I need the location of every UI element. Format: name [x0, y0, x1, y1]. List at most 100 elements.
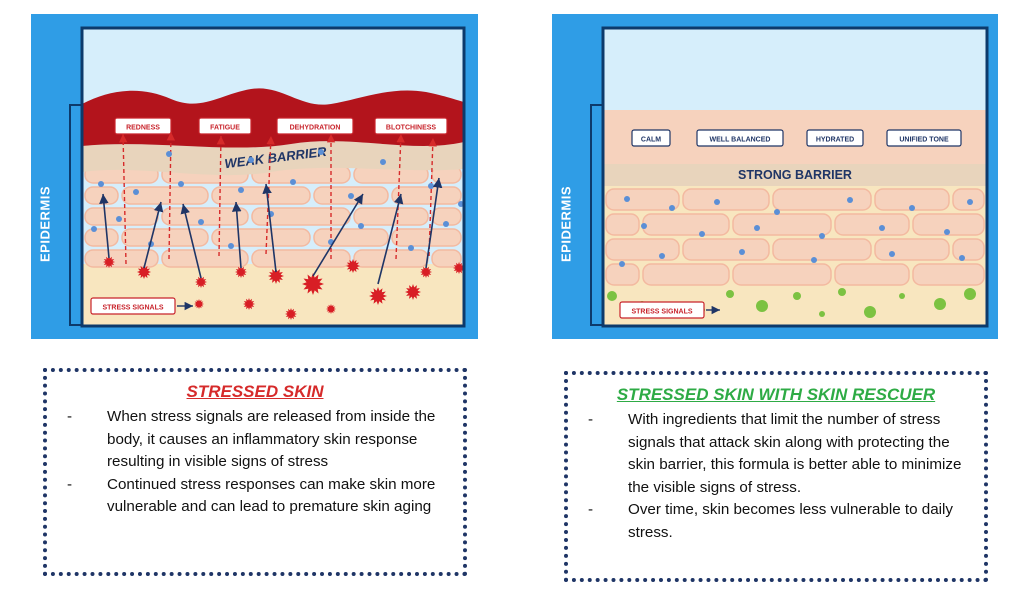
stress-arrow: [180, 203, 202, 279]
skin-cell: [211, 186, 311, 205]
blue-cell-dot: [408, 245, 414, 251]
stress-arrow: [312, 193, 364, 277]
rescuer-ingredient-dot: [864, 306, 876, 318]
rescuer-ingredient-dot: [607, 291, 617, 301]
blue-cell-dot: [116, 216, 122, 222]
inflamed-layer: [82, 88, 464, 148]
sign-label: BLOTCHINESS: [386, 125, 437, 132]
blue-cell-dot: [91, 226, 97, 232]
skin-cell: [682, 238, 770, 261]
blue-cell-dot: [847, 197, 853, 203]
sign-label-box: [696, 129, 784, 147]
blue-cell-dot: [348, 193, 354, 199]
panel-frame: [80, 26, 466, 328]
stress-signal-marker: [103, 256, 115, 268]
blue-cell-dot: [619, 261, 625, 267]
sign-label-box: [114, 117, 172, 135]
skin-cell: [874, 238, 950, 261]
skin-cell: [121, 186, 209, 205]
sign-label: CALM: [641, 137, 661, 144]
skin-cell: [161, 249, 249, 268]
blue-cell-dot: [819, 233, 825, 239]
skin-cell: [121, 228, 209, 247]
stress-signal-marker: [285, 308, 297, 320]
rescuer-ingredient-dot: [756, 300, 768, 312]
blue-cell-dot: [659, 253, 665, 259]
rescuer-ingredient-dot: [964, 288, 976, 300]
blue-cell-dot: [774, 209, 780, 215]
rescued-skin-title: STRESSED SKIN WITH SKIN RESCUER: [616, 385, 936, 404]
skin-cell: [605, 238, 680, 261]
rescuer-ingredient-dot: [726, 290, 734, 298]
sign-label: WELL BALANCED: [710, 137, 771, 144]
skin-cell: [84, 228, 119, 247]
blue-cell-dot: [641, 223, 647, 229]
skin-cell: [211, 228, 311, 247]
skin-cell: [912, 213, 985, 236]
skin-cell: [732, 213, 832, 236]
inflammation-arrow: [118, 133, 128, 265]
blue-cell-dot: [909, 205, 915, 211]
stressed-skin-title: STRESSED SKIN: [186, 382, 324, 401]
stress-signal-marker: [268, 268, 284, 284]
skin-cell: [772, 238, 872, 261]
skin-cell: [642, 263, 730, 286]
stress-signal-marker: [137, 265, 151, 279]
stress-signals-label-box: [90, 297, 176, 315]
blue-cell-dot: [944, 229, 950, 235]
skin-cell: [682, 188, 770, 211]
skin-cell: [84, 186, 119, 205]
skin-cell: [605, 188, 680, 211]
stress-signals-label: STRESS SIGNALS: [631, 309, 692, 316]
bullet-item: -Over time, skin becomes less vulnerable…: [588, 501, 953, 541]
stress-signal-marker: [453, 262, 465, 274]
skin-cell: [353, 207, 429, 226]
stressed-skin-description: STRESSED SKIN -When stress signals are r…: [43, 368, 467, 576]
stress-signals-label-box: [619, 301, 705, 319]
skin-cell: [912, 263, 985, 286]
stress-signals-label: STRESS SIGNALS: [102, 305, 163, 312]
skin-cell: [313, 228, 389, 247]
blue-cell-dot: [889, 251, 895, 257]
skin-cell: [431, 249, 462, 268]
blue-cell-dot: [624, 196, 630, 202]
blue-cell-dot: [879, 225, 885, 231]
stress-arrow: [99, 193, 110, 259]
sign-label-box: [886, 129, 962, 147]
sign-label-box: [806, 129, 864, 147]
bullet-item: -With ingredients that limit the number …: [588, 411, 962, 496]
skin-cell: [772, 188, 872, 211]
blue-cell-dot: [967, 199, 973, 205]
blue-cell-dot: [428, 183, 434, 189]
weak-barrier-band: [82, 141, 464, 176]
rescuer-ingredient-dot: [934, 298, 946, 310]
stress-signal-marker: [243, 298, 255, 310]
blue-cell-dot: [198, 219, 204, 225]
blue-cell-dot: [380, 159, 386, 165]
blue-cell-dot: [699, 231, 705, 237]
sign-label: FATIGUE: [210, 125, 240, 132]
panel-frame: [601, 26, 989, 328]
blue-cell-dot: [811, 257, 817, 263]
stress-arrow: [262, 183, 277, 273]
skin-cell: [834, 263, 910, 286]
bullet-item: -When stress signals are released from i…: [67, 408, 436, 471]
blue-cell-dot: [714, 199, 720, 205]
rescuer-ingredient-dot: [899, 293, 905, 299]
stress-signal-marker: [194, 299, 204, 309]
stress-arrow: [231, 201, 242, 269]
blue-cell-dot: [739, 249, 745, 255]
blue-cell-dot: [133, 189, 139, 195]
sign-label: HYDRATED: [816, 137, 854, 144]
stressed-skin-bullets: -When stress signals are released from i…: [47, 406, 463, 519]
rescuer-ingredient-dot: [819, 311, 825, 317]
blue-cell-dot: [238, 187, 244, 193]
sign-label: DEHYDRATION: [290, 125, 341, 132]
skin-cell: [605, 213, 640, 236]
blue-cell-dot: [669, 205, 675, 211]
stress-signal-marker: [326, 304, 336, 314]
blue-cell-dot: [754, 225, 760, 231]
